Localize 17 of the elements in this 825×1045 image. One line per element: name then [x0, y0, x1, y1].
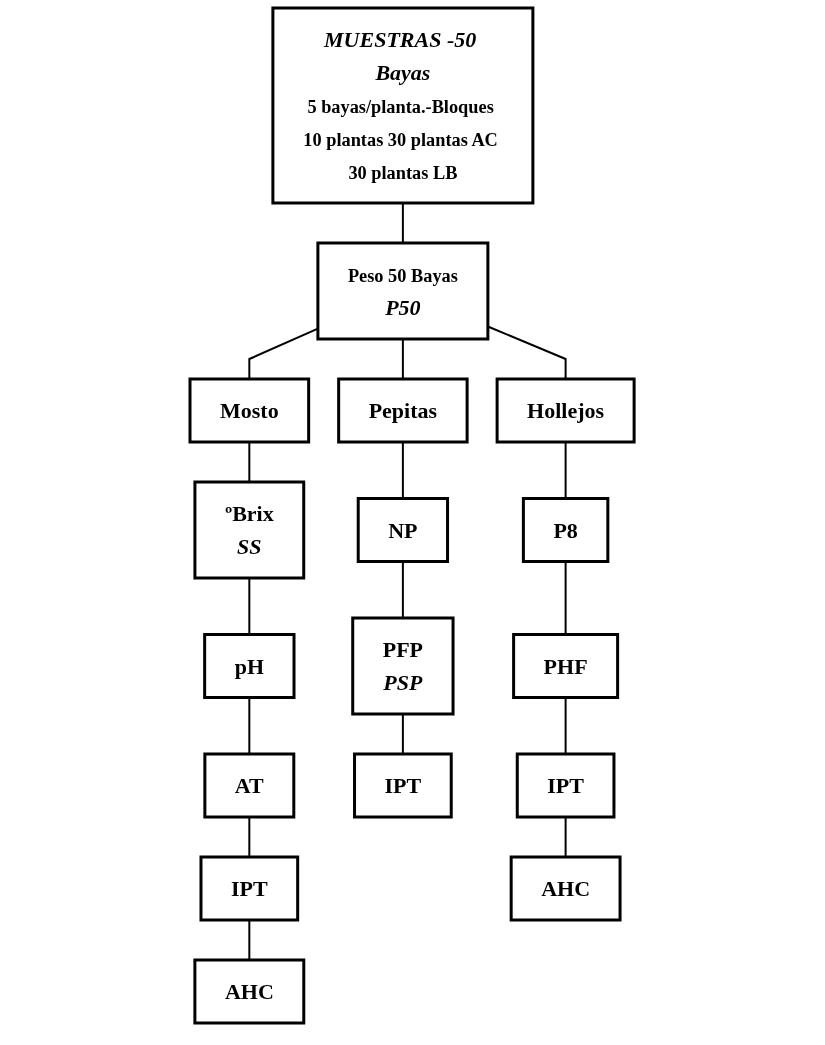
node-box: ºBrix SS	[193, 480, 306, 580]
node-box: PFP PSP	[351, 616, 455, 716]
node-box: AHC	[510, 855, 622, 922]
node-box: pH	[203, 633, 296, 699]
node-box: Mosto	[188, 377, 311, 444]
node-box: MUESTRAS -50 Bayas 5 bayas/planta.-Bloques 10 plantas 30 plantas AC 30 plantas LB	[271, 6, 535, 205]
node-box: P8	[522, 497, 610, 563]
node-box: AT	[203, 752, 296, 819]
node-box: Peso 50 Bayas P50	[316, 241, 490, 341]
node-box: Hollejos	[496, 377, 637, 444]
node-box: IPT	[199, 855, 300, 922]
node-box: NP	[357, 497, 450, 563]
node-box: AHC	[193, 958, 306, 1025]
node-box: PHF	[512, 633, 620, 699]
node-box: IPT	[516, 752, 616, 819]
node-box: IPT	[353, 752, 454, 819]
node-box: Pepitas	[337, 377, 470, 444]
